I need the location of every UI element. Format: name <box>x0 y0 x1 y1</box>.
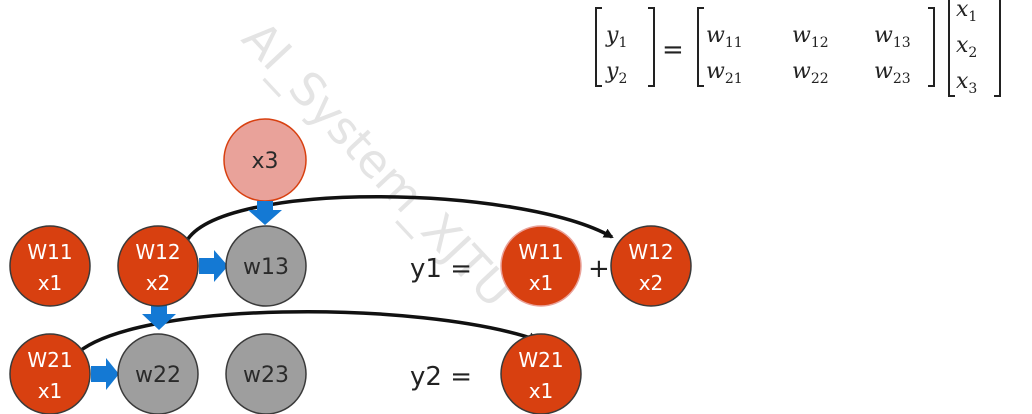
svg-text:x1: x1 <box>529 379 554 403</box>
svg-text:W12: W12 <box>135 240 180 264</box>
svg-text:W21: W21 <box>27 348 72 372</box>
svg-text:W21: W21 <box>518 348 563 372</box>
y1-term-w12-x2: W12 x2 <box>610 225 692 307</box>
plus-sign: + <box>588 254 610 284</box>
svg-text:x1: x1 <box>38 271 63 295</box>
svg-text:x2: x2 <box>639 271 664 295</box>
bracket-right-x <box>994 0 1001 97</box>
bracket-left-y <box>595 7 602 87</box>
equals-sign: = <box>662 35 684 65</box>
w13-symbol: w13 <box>874 23 911 51</box>
bracket-left-x <box>948 0 955 97</box>
svg-text:x1: x1 <box>529 271 554 295</box>
node-w12-x2: W12 x2 <box>117 225 199 307</box>
node-w22: w22 <box>117 333 199 414</box>
w11-symbol: w11 <box>706 23 743 51</box>
svg-text:x3: x3 <box>251 149 278 174</box>
node-w23: w23 <box>225 333 307 414</box>
y2-symbol: y2 <box>605 59 627 87</box>
w23-symbol: w23 <box>874 59 911 87</box>
bracket-right-y <box>648 7 655 87</box>
x1-symbol: x1 <box>956 0 977 25</box>
y1-label: y1 = <box>410 254 472 284</box>
x3-symbol: x3 <box>956 69 977 97</box>
svg-text:W11: W11 <box>27 240 72 264</box>
y2-label: y2 = <box>410 362 472 392</box>
blue-arrow-w12-to-w22 <box>142 305 176 330</box>
y1-symbol: y1 <box>605 23 627 51</box>
arrow-w12-to-y1 <box>184 195 614 243</box>
blue-arrow-w12-to-w13 <box>199 250 228 282</box>
svg-text:w13: w13 <box>243 255 289 280</box>
w21-symbol: w21 <box>706 59 743 87</box>
y2-term-w21-x1: W21 x1 <box>500 333 582 414</box>
node-w11-x1: W11 x1 <box>9 225 91 307</box>
blue-arrow-x3-to-w13 <box>248 201 282 225</box>
y1-term-w11-x1: W11 x1 <box>500 225 582 307</box>
w12-symbol: w12 <box>792 23 829 51</box>
bracket-right-w <box>928 7 935 87</box>
x2-symbol: x2 <box>956 33 977 61</box>
svg-text:W11: W11 <box>518 240 563 264</box>
svg-text:W12: W12 <box>628 240 673 264</box>
w22-symbol: w22 <box>792 59 829 87</box>
matrix-equation: y1 y2 = w11 w12 w13 w21 w22 w23 x1 x2 x3 <box>595 0 1001 97</box>
node-w21-x1: W21 x1 <box>9 333 91 414</box>
blue-arrow-w21-to-w22 <box>91 358 119 390</box>
svg-text:w23: w23 <box>243 363 289 388</box>
node-x3: x3 <box>223 118 307 202</box>
svg-text:x1: x1 <box>38 379 63 403</box>
bracket-left-w <box>697 7 704 87</box>
node-w13: w13 <box>225 225 307 307</box>
svg-text:w22: w22 <box>135 363 181 388</box>
svg-text:x2: x2 <box>146 271 171 295</box>
arrow-w21-to-y2 <box>72 310 539 358</box>
